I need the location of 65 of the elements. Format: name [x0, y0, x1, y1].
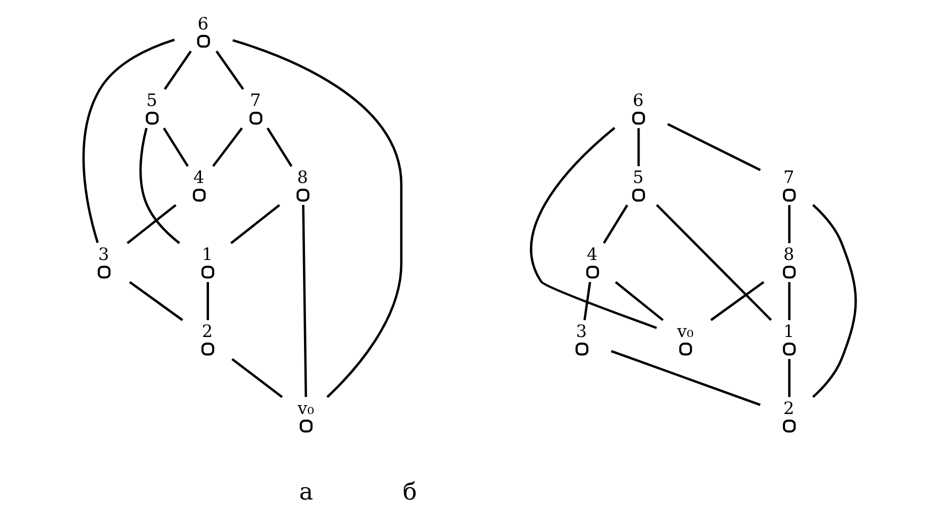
node-circle: [296, 188, 310, 202]
connector: [812, 204, 857, 398]
node-circle: [782, 342, 796, 356]
connector: [583, 282, 592, 320]
node-circle: [300, 420, 313, 432]
node-circle: [201, 266, 214, 279]
connector: [164, 50, 192, 90]
connector: [212, 127, 243, 167]
connector: [232, 39, 402, 398]
connector: [602, 204, 628, 244]
connector: [266, 128, 292, 167]
node-circle: [192, 188, 206, 202]
connector: [610, 350, 761, 406]
connector: [82, 38, 175, 244]
node-label: 5: [632, 168, 644, 188]
node-label: v₀: [677, 322, 694, 342]
node-circle: [782, 188, 796, 202]
node-label: 7: [250, 91, 261, 112]
connector: [656, 204, 772, 321]
node-label: v₀: [298, 399, 314, 420]
node-circle: [201, 342, 214, 356]
node-label: 1: [202, 245, 213, 266]
connector: [637, 128, 640, 166]
connector: [302, 204, 308, 397]
node-circle: [146, 112, 159, 125]
node-label: 5: [146, 91, 158, 112]
node-circle: [197, 34, 210, 48]
connector: [530, 126, 658, 330]
node-label: 3: [576, 322, 587, 342]
node-label: 6: [198, 14, 209, 34]
connector: [788, 359, 790, 398]
node-circle: [586, 266, 600, 279]
connector: [139, 128, 180, 244]
node-circle: [98, 266, 111, 279]
node-circle: [782, 420, 796, 432]
node-circle: [782, 266, 796, 279]
connector: [788, 205, 790, 244]
node-label: 8: [297, 168, 308, 188]
connector: [614, 281, 664, 322]
node-circle: [576, 342, 588, 356]
node-circle: [679, 342, 692, 356]
node-label: 2: [202, 322, 213, 342]
connector: [710, 281, 764, 322]
node-label: 8: [783, 245, 794, 266]
connector: [216, 50, 244, 90]
connector: [129, 281, 184, 322]
label: б: [402, 477, 417, 506]
connector: [206, 282, 209, 320]
node-label: 7: [783, 168, 794, 188]
connector: [667, 123, 761, 172]
connector: [788, 282, 790, 320]
node-circle: [632, 188, 646, 202]
node-label: 3: [98, 245, 110, 266]
connector: [230, 204, 280, 244]
node-circle: [632, 112, 646, 125]
node-label: 1: [783, 322, 794, 342]
node-circle: [250, 112, 262, 125]
connector: [162, 128, 189, 167]
node-label: 4: [586, 245, 598, 266]
connector: [126, 204, 176, 244]
label: а: [299, 477, 314, 506]
node-label: 2: [783, 399, 794, 420]
node-label: 6: [632, 91, 644, 112]
connector: [231, 358, 283, 398]
node-label: 4: [193, 168, 204, 188]
